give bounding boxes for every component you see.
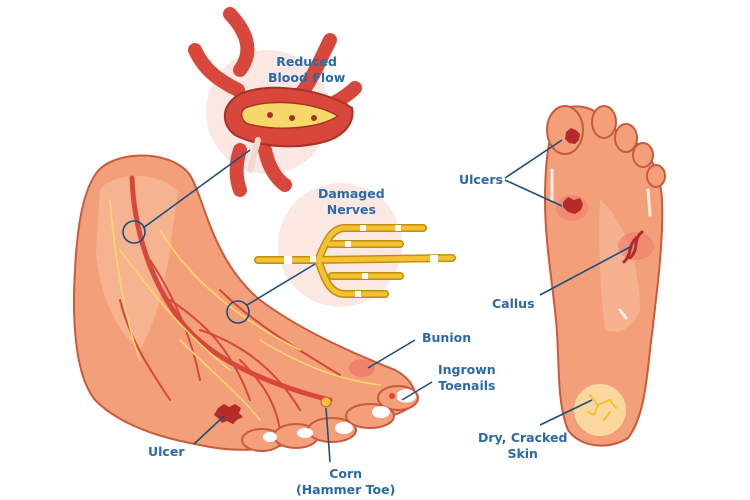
label-reduced-blood-flow: Reduced Blood Flow	[268, 54, 345, 86]
label-line: Toenails	[438, 378, 496, 393]
leader-ulcers-2	[504, 179, 563, 207]
label-line: Callus	[492, 296, 535, 311]
blood-flow-magnifier	[122, 220, 146, 244]
blood-vessel	[188, 7, 362, 197]
leader-blood-flow	[142, 149, 251, 229]
blood-cell	[289, 115, 295, 121]
leader-corn	[325, 407, 331, 463]
label-line: Nerves	[326, 202, 376, 217]
main-artery	[129, 175, 333, 403]
label-line: Ulcer	[148, 444, 185, 459]
sole-highlight	[550, 168, 652, 320]
sole-arch-shade	[599, 200, 640, 332]
heel-cracks	[587, 394, 617, 421]
corn-mark	[320, 396, 332, 408]
blood-cell	[267, 112, 273, 118]
leader-nerves	[246, 263, 316, 306]
ingrown-toenail-mark	[389, 393, 395, 399]
label-line: Corn	[329, 466, 363, 481]
label-line: Dry, Cracked	[478, 430, 568, 445]
label-corn: Corn (Hammer Toe)	[296, 466, 395, 498]
veins	[119, 259, 341, 431]
sole-ulcer-mark	[563, 197, 583, 214]
nerves-magnifier	[226, 300, 250, 324]
leader-lines	[122, 139, 633, 463]
vessel-plaque	[240, 101, 340, 129]
label-line: Skin	[507, 446, 538, 461]
side-foot-highlight	[96, 176, 178, 350]
label-ulcer: Ulcer	[148, 444, 185, 460]
label-line: (Hammer Toe)	[296, 482, 396, 497]
sole-foot	[543, 105, 666, 447]
foot-nerves	[109, 199, 381, 421]
blood-cell	[311, 115, 317, 121]
label-line: Bunion	[422, 330, 472, 345]
callus-mark	[622, 230, 644, 264]
leader-ulcer	[193, 415, 225, 445]
leader-callus	[539, 245, 633, 296]
label-ingrown-toenails: Ingrown Toenails	[438, 362, 496, 394]
label-line: Blood Flow	[268, 70, 346, 85]
label-callus: Callus	[492, 296, 535, 312]
toenails	[263, 388, 416, 442]
label-line: Reduced	[276, 54, 338, 69]
bunion-mark	[349, 359, 375, 377]
vessel-stem	[247, 137, 261, 173]
leader-cracked	[539, 399, 593, 426]
sole-ulcer-mark	[565, 128, 580, 144]
label-dry-cracked-skin: Dry, Cracked Skin	[478, 430, 567, 462]
damaged-nerve	[254, 224, 456, 298]
leader-ulcers-1	[504, 139, 563, 179]
label-damaged-nerves: Damaged Nerves	[318, 186, 385, 218]
label-bunion: Bunion	[422, 330, 471, 346]
heel-glow	[574, 384, 626, 436]
label-line: Ingrown	[438, 362, 496, 377]
label-line: Damaged	[318, 186, 385, 201]
leader-ingrown	[401, 381, 433, 401]
label-line: Ulcers	[459, 172, 503, 187]
label-ulcers: Ulcers	[459, 172, 503, 188]
leader-bunion	[367, 339, 416, 369]
